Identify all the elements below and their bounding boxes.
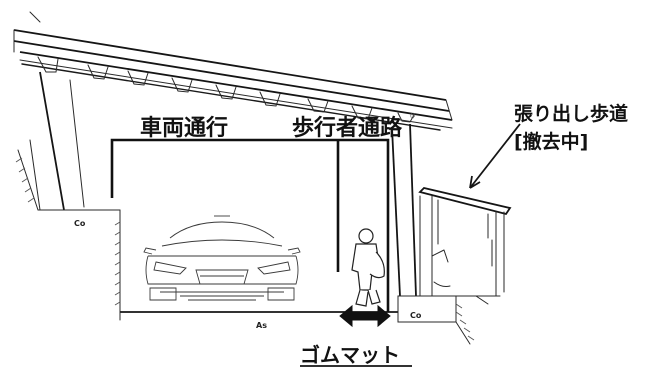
- cantilever-walkway-label: 張り出し歩道: [514, 102, 628, 125]
- vehicle-lane-label: 車両通行: [140, 115, 228, 141]
- right-pier: [391, 123, 489, 345]
- clearance-frames: [110, 138, 390, 312]
- rubber-mat-label: ゴムマット: [300, 343, 400, 367]
- callout-arrow: [469, 123, 521, 189]
- rubber-mat-arrow: [339, 304, 391, 328]
- pedestrian-path-label: 歩行者通路: [292, 115, 403, 141]
- removal-status-label: [撤去中]: [514, 130, 588, 153]
- girder-flanges: [37, 56, 415, 123]
- asphalt-label: As: [256, 321, 267, 330]
- car-front-view: [143, 215, 301, 301]
- cantilever-walkway: [418, 187, 512, 297]
- left-abutment: [15, 71, 121, 313]
- pier-mark: (ﾀ: [410, 113, 415, 120]
- concrete-left-label: Co: [74, 219, 86, 228]
- concrete-right-label: Co: [410, 311, 422, 320]
- bridge-deck: [13, 11, 453, 131]
- pedestrian-figure: [351, 228, 385, 307]
